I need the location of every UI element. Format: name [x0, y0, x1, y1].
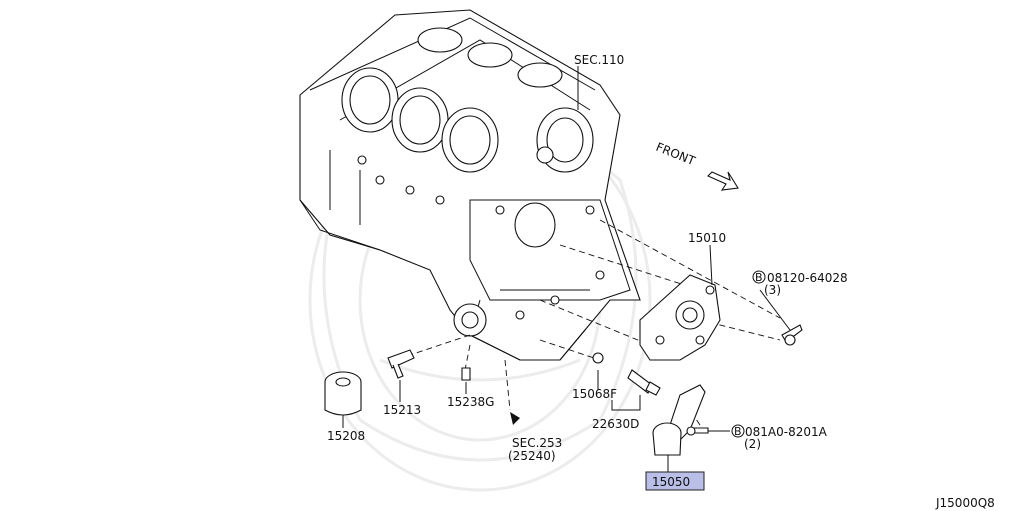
engine-block — [299, 9, 641, 361]
sec253-arrow — [510, 412, 520, 425]
label-15238g: 15238G — [447, 395, 494, 409]
label-bolt1-code: 08120-64028 — [767, 271, 848, 285]
label-15068f: 15068F — [572, 387, 617, 401]
oil-cooler-fitting — [387, 349, 415, 379]
alignment-lines — [394, 219, 781, 426]
part-number-highlight — [645, 471, 705, 491]
label-bolt1-qty: (3) — [764, 283, 781, 297]
bolt-081a0 — [686, 426, 709, 436]
label-22630d: 22630D — [592, 417, 639, 431]
label-15050: 15050 — [652, 475, 690, 489]
label-15010: 15010 — [688, 231, 726, 245]
bolt-08120 — [781, 324, 803, 346]
label-15213: 15213 — [383, 403, 421, 417]
oil-filter — [324, 371, 362, 416]
label-sec253: SEC.253 — [512, 436, 562, 450]
label-bolt2-qty: (2) — [744, 437, 761, 451]
circle-b-letter: B — [734, 425, 742, 438]
label-sec110: SEC.110 — [574, 53, 624, 67]
label-bolt2-code: 081A0-8201A — [745, 425, 828, 439]
label-front: FRONT — [654, 140, 698, 169]
oil-pump — [639, 274, 721, 361]
circle-b-1: B — [752, 270, 766, 284]
circle-b-2: B — [731, 424, 745, 438]
oil-jet-fitting — [461, 367, 471, 381]
leader-lines — [342, 66, 791, 472]
oil-pressure-switch — [592, 352, 661, 396]
diagram-id: J15000Q8 — [935, 496, 995, 510]
front-arrow — [707, 171, 739, 191]
circle-b-letter: B — [755, 271, 763, 284]
label-sec253-ref: (25240) — [508, 449, 556, 463]
label-15208: 15208 — [327, 429, 365, 443]
